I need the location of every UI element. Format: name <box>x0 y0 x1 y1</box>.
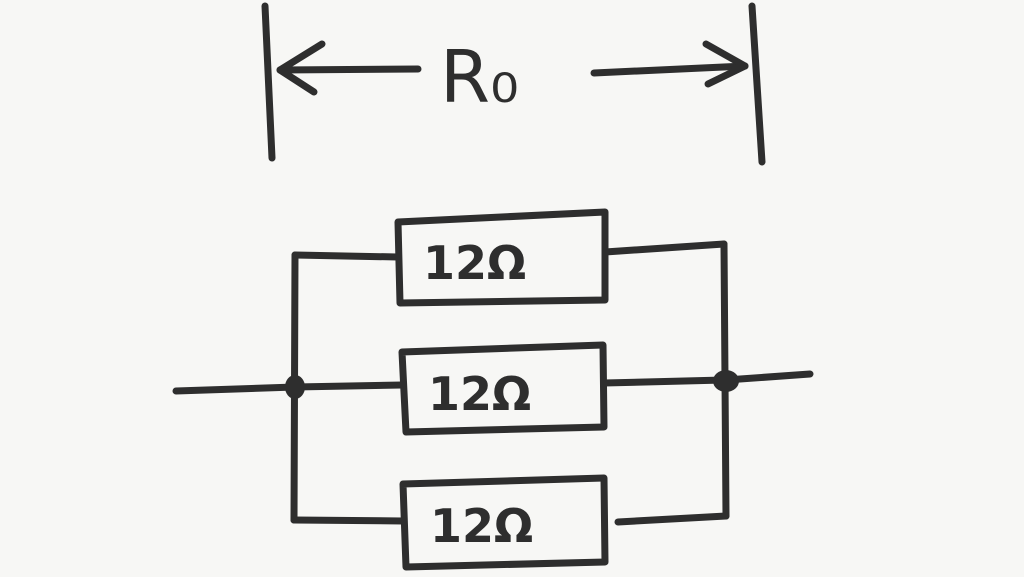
right-junction-node <box>713 370 739 392</box>
resistor-bottom-body <box>399 474 609 571</box>
right-output-lead <box>722 370 814 384</box>
branch-middle-right-wire <box>600 376 728 387</box>
dimension-left-arrowhead <box>276 40 326 96</box>
branch-bottom-left-wire <box>290 516 407 525</box>
dimension-left-arrow-shaft <box>276 65 422 74</box>
branch-middle-left-wire <box>291 381 406 391</box>
dimension-label: R₀ <box>440 35 519 119</box>
resistor-bottom-label: 12Ω <box>430 499 533 553</box>
branch-top-right-wire <box>601 240 728 256</box>
resistor-top-body <box>394 208 609 307</box>
branch-bottom: 12Ω <box>290 474 730 571</box>
resistor-middle-label: 12Ω <box>428 367 531 421</box>
left-junction-node <box>285 375 305 399</box>
branch-bottom-right-wire <box>614 512 730 526</box>
branch-middle: 12Ω <box>291 341 728 436</box>
dimension-left-tick <box>261 2 276 162</box>
resistor-top-label: 12Ω <box>423 236 526 290</box>
dimension-right-arrow-shaft <box>590 62 749 77</box>
branch-top: 12Ω <box>291 208 728 307</box>
resistor-middle-body <box>398 341 608 436</box>
dimension-indicator: R₀ <box>261 2 766 166</box>
dimension-right-arrowhead <box>702 40 749 88</box>
branch-top-left-wire <box>291 251 402 261</box>
dimension-right-tick <box>748 2 766 166</box>
left-input-lead <box>172 383 299 395</box>
